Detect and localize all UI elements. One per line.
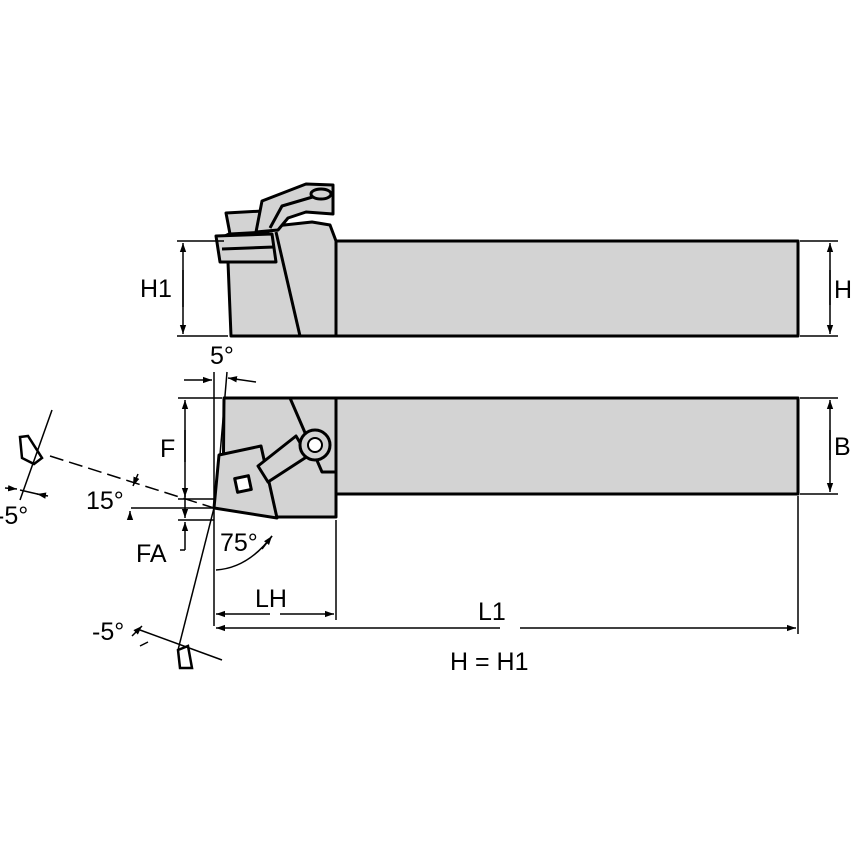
top-view bbox=[212, 396, 800, 520]
f-label: F bbox=[160, 435, 175, 463]
angle-15-label: 15° bbox=[86, 487, 124, 515]
side-view bbox=[214, 182, 800, 338]
fa-dimension bbox=[178, 495, 214, 551]
b-dimension bbox=[800, 397, 838, 495]
l1-label: L1 bbox=[478, 598, 506, 626]
angle-neg5-left-label: -5° bbox=[0, 502, 28, 530]
top-view-head-edge bbox=[288, 397, 336, 474]
side-view-clamp-screw bbox=[309, 187, 333, 201]
side-view-shank bbox=[334, 239, 800, 338]
h-dimension bbox=[800, 240, 838, 337]
top-view-shank bbox=[334, 396, 800, 496]
lh-label: LH bbox=[255, 585, 287, 613]
left-insert-detail bbox=[4, 409, 53, 501]
bottom-insert-detail bbox=[131, 625, 223, 670]
angle-75-label: 75° bbox=[220, 529, 258, 557]
angle-75-callout bbox=[177, 507, 273, 651]
lh-dimension bbox=[216, 520, 337, 620]
side-view-clamp-arm bbox=[268, 194, 317, 229]
l1-dimension bbox=[216, 496, 799, 634]
fa-label: FA bbox=[136, 540, 167, 568]
side-view-insert-line bbox=[221, 245, 275, 251]
angle-neg5-bottom-label: -5° bbox=[92, 618, 124, 646]
angle-5-callout bbox=[184, 371, 257, 508]
top-view-clamp-screw-inner bbox=[307, 437, 323, 453]
h1-dimension bbox=[177, 240, 228, 337]
side-view-head-edge bbox=[274, 231, 302, 337]
angle-15-callout bbox=[49, 455, 215, 520]
top-view-insert-hole bbox=[233, 474, 253, 494]
h-equals-h1-note: H = H1 bbox=[450, 648, 529, 676]
h-label: H bbox=[834, 276, 852, 304]
angle-5-label: 5° bbox=[210, 342, 234, 370]
b-label: B bbox=[834, 433, 851, 461]
h1-label: H1 bbox=[140, 275, 172, 303]
